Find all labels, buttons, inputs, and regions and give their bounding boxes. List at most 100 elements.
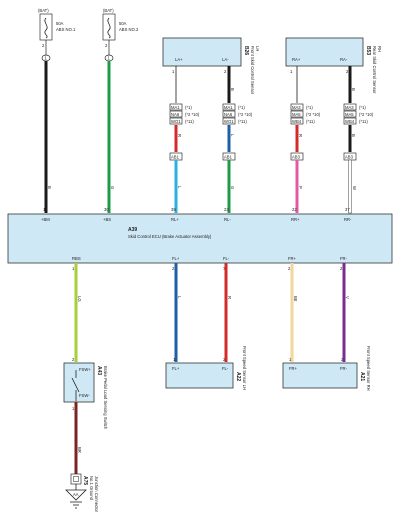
switch-pin-top: 2 bbox=[72, 357, 75, 362]
ecu-bottom-label-2: FL+ bbox=[172, 256, 180, 261]
ground-icon: AA bbox=[65, 484, 87, 509]
front-sensor-sub: LH bbox=[255, 46, 260, 51]
speed-lh-label-2: FL- bbox=[222, 366, 229, 371]
ecu-top-label-5: RR+ bbox=[291, 217, 300, 222]
fuse-1-sub: ABS NO.1 bbox=[56, 27, 76, 32]
splice-group-rear: MA3 MA5 WB4 (*1) (*2 *10) (*11) MA3 MA5 … bbox=[290, 103, 374, 125]
fuse-2-icon bbox=[107, 17, 111, 39]
switch-id: A43 bbox=[96, 366, 102, 375]
splice-r2-b: MA5 bbox=[345, 112, 354, 117]
front-sensor-title: Front Skid Control Sensor bbox=[250, 46, 255, 95]
speed-lh-label-1: FL+ bbox=[172, 366, 180, 371]
switch-label-top: FSW+ bbox=[79, 367, 91, 372]
splice-r2-c: WB4 bbox=[345, 119, 355, 124]
wire-splice-2-letter: L bbox=[230, 134, 235, 137]
fuse-1-icon bbox=[44, 17, 48, 39]
wire-fr-minus-letter: V bbox=[345, 296, 350, 299]
splice-f2-a-note: (*1) bbox=[238, 105, 245, 110]
front-sensor-pin-1: 1 bbox=[172, 69, 175, 74]
rear-sensor-pin-2-label: RA- bbox=[340, 57, 348, 62]
fuse-2-bat-label: (BAT) bbox=[103, 8, 114, 13]
fuse-2-sub: ABS NO.2 bbox=[119, 27, 139, 32]
wire-rear-minus-letter: B bbox=[351, 88, 356, 91]
speed-rh-label-1: FR+ bbox=[289, 366, 298, 371]
speed-lh-title: Front Speed Sensor LH bbox=[242, 346, 247, 390]
ecu-id: A39 bbox=[128, 227, 137, 233]
switch-box bbox=[63, 362, 95, 403]
ecu-bottom-label-3: FL- bbox=[223, 256, 230, 261]
speed-rh-id: A21 bbox=[359, 372, 365, 381]
splice-r1-c-note: (*11) bbox=[306, 119, 315, 124]
splice-r1-c: WB4 bbox=[292, 119, 302, 124]
wire-bs-letter: G bbox=[110, 186, 115, 189]
front-speed-sensor-rh: 1 2 FR+ FR- A21 Front Speed Sensor RH bbox=[282, 346, 371, 391]
front-sensor-pin-2-label: LA- bbox=[222, 57, 229, 62]
speed-lh-box bbox=[165, 362, 234, 389]
splice-f1-c-note: (*11) bbox=[185, 119, 194, 124]
rear-sensor-pin-2: 2 bbox=[346, 69, 349, 74]
wire-rr-plus-letter: P bbox=[298, 186, 303, 189]
splice-r2-a: MA3 bbox=[345, 105, 354, 110]
splice-r2-c-note: (*11) bbox=[359, 119, 368, 124]
wire-front-minus-letter: B bbox=[230, 88, 235, 91]
junction-label-2: AB1 bbox=[224, 155, 233, 160]
wire-splice-4-letter: B bbox=[351, 134, 356, 137]
ecu-top-pin-5: 22 bbox=[292, 207, 297, 212]
front-sensor-box bbox=[162, 37, 242, 67]
switch-title: Brake Pedal Load Sensing Switch bbox=[103, 366, 108, 430]
speed-lh-id: A22 bbox=[235, 372, 241, 381]
splice-r1-b: MA5 bbox=[292, 112, 301, 117]
speed-lh-pin-2: 2 bbox=[223, 357, 226, 362]
switch-label-bottom: FSW- bbox=[79, 393, 90, 398]
junction-sub: Junction Connector bbox=[94, 476, 99, 513]
ecu-top-pin-4: 23 bbox=[224, 207, 229, 212]
splice-f2-b: NA6 bbox=[224, 112, 233, 117]
switch-pin-bottom: 1 bbox=[72, 406, 75, 411]
ecu-top-pin-3: 39 bbox=[171, 207, 176, 212]
splice-f1-b-note: (*2 *10) bbox=[185, 112, 200, 117]
ecu-bottom-label-5: FR- bbox=[340, 256, 348, 261]
fuse-1-bat-label: (BAT) bbox=[38, 8, 49, 13]
junction-id: A75 bbox=[82, 476, 88, 485]
fuse-abs-no2: (BAT) 50A ABS NO.2 2 1 bbox=[102, 8, 139, 62]
front-sensor-pin-2: 2 bbox=[224, 69, 227, 74]
ecu-box bbox=[7, 213, 393, 264]
fuse-2-pin: 2 bbox=[105, 43, 108, 48]
wire-splice-3-letter: R bbox=[298, 134, 303, 137]
fuse-1-connector-num: 1 bbox=[45, 56, 48, 61]
wire-rl-minus-letter: G bbox=[230, 186, 235, 189]
fuse-1-name: 50A bbox=[56, 21, 64, 26]
fuse-2-connector-num: 1 bbox=[108, 56, 111, 61]
junction-label-3: AB3 bbox=[292, 155, 301, 160]
fuse-abs-no1: (BAT) 50A ABS NO.1 2 1 bbox=[38, 8, 76, 62]
junction-label-1: AB1 bbox=[171, 155, 180, 160]
speed-rh-label-2: FR- bbox=[340, 366, 348, 371]
speed-rh-pin-2: 2 bbox=[341, 357, 344, 362]
wire-rr-minus bbox=[348, 159, 352, 214]
speed-lh-pin-1: 1 bbox=[173, 357, 176, 362]
speed-rh-pin-1: 1 bbox=[289, 357, 292, 362]
wire-splice-1-letter: R bbox=[177, 134, 182, 137]
splice-group-front: MA1 NA6 WO1 (*1) (*2 *10) (*11) MA1 NA6 … bbox=[169, 103, 253, 125]
ecu-top-label-4: RL- bbox=[224, 217, 231, 222]
front-speed-sensor-lh: 1 2 FL+ FL- A22 Front Speed Sensor LH bbox=[165, 346, 247, 390]
splice-r1-a: MA3 bbox=[292, 105, 301, 110]
wire-switch-ground-letter: BR bbox=[77, 447, 82, 453]
rear-skid-sensor: RA+ RA- B53 Rear Skid Control Sensor RH … bbox=[285, 37, 382, 94]
splice-f1-a: MA1 bbox=[171, 105, 180, 110]
splice-f2-a: MA1 bbox=[224, 105, 233, 110]
splice-f1-b: NA6 bbox=[171, 112, 180, 117]
splice-r1-a-note: (*1) bbox=[306, 105, 313, 110]
ecu-title: Skid Control ECU (Brake Actuator Assembl… bbox=[128, 234, 212, 239]
ecu-bottom-label-1: RBS bbox=[72, 256, 81, 261]
speed-rh-box bbox=[282, 362, 358, 389]
ecu-top-pin-2: 30 bbox=[104, 207, 109, 212]
rear-sensor-pin-1: 1 bbox=[290, 69, 293, 74]
ecu-top-label-6: RR- bbox=[344, 217, 352, 222]
junction-connectors: AB1 AB1 AB3 AB3 bbox=[169, 152, 357, 161]
splice-r1-b-note: (*2 *10) bbox=[306, 112, 321, 117]
wire-rr-minus-letter: W bbox=[352, 186, 357, 190]
ecu-top-label-2: +BS bbox=[103, 217, 111, 222]
fuse-2-box bbox=[102, 13, 116, 41]
ecu-top-label-3: RL+ bbox=[171, 217, 179, 222]
